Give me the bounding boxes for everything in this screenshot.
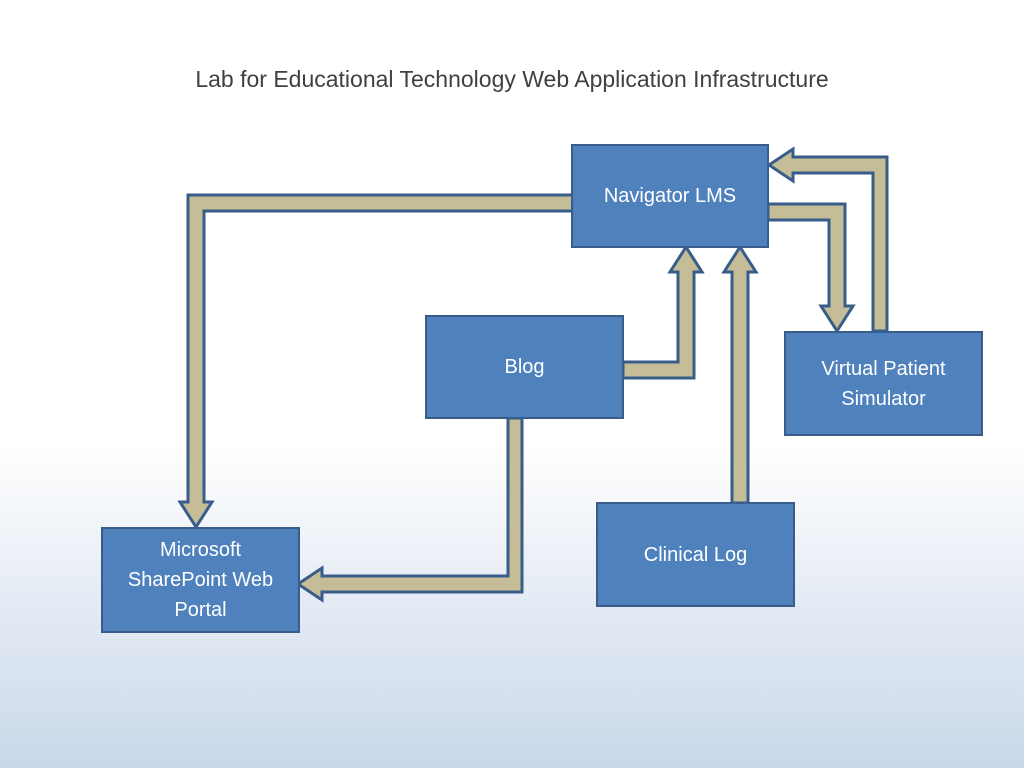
node-sharepoint-portal: Microsoft SharePoint Web Portal: [101, 527, 300, 633]
node-label: Virtual Patient Simulator: [821, 357, 946, 410]
node-navigator-lms: Navigator LMS: [571, 144, 769, 248]
arrow-blog-to-sharepoint: [295, 416, 524, 603]
node-label: Microsoft SharePoint Web Portal: [127, 539, 274, 621]
arrow-navigator-to-sharepoint: [177, 193, 575, 530]
node-label: Navigator LMS: [603, 185, 737, 207]
node-virtual-patient-simulator: Virtual Patient Simulator: [784, 331, 983, 436]
arrow-blog-to-navigator: [621, 244, 705, 380]
arrow-vps-to-navigator: [766, 146, 889, 333]
diagram-title: Lab for Educational Technology Web Appli…: [195, 66, 829, 92]
node-label: Clinical Log: [643, 543, 748, 566]
node-blog: Blog: [425, 315, 624, 419]
arrow-navigator-to-vps: [766, 202, 856, 334]
node-clinical-log: Clinical Log: [596, 502, 795, 607]
arrow-clinical-to-navigator: [721, 244, 759, 505]
node-label: Blog: [504, 356, 545, 378]
